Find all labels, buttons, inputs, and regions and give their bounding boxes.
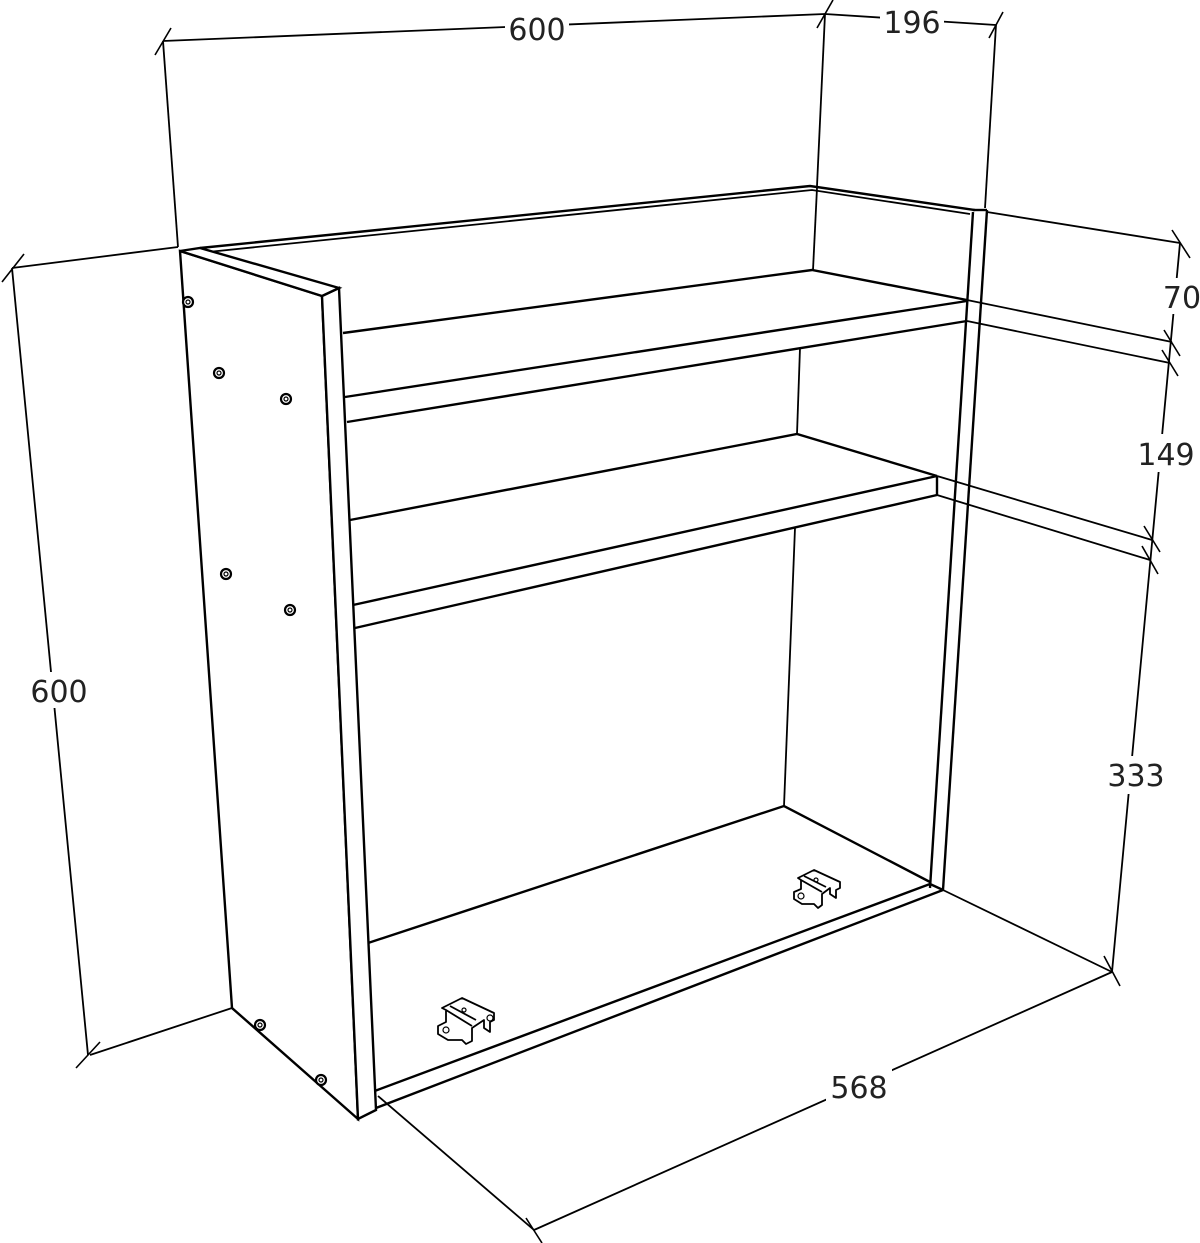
side-panel-screws — [181, 295, 328, 1087]
screw-icon — [314, 1073, 328, 1087]
top-shelf — [342, 268, 968, 435]
screw-icon — [279, 392, 293, 406]
dim-label-top-gap: 70 — [1163, 281, 1200, 316]
dim-label-height: 600 — [30, 675, 87, 710]
dim-label-bottom-gap: 333 — [1107, 759, 1164, 794]
dimension-inner-width: 568 — [377, 971, 1113, 1243]
dimension-width-top: 600 — [154, 0, 834, 248]
dim-label-width: 600 — [508, 13, 565, 48]
dim-label-depth: 196 — [883, 6, 940, 41]
screw-icon — [212, 366, 226, 380]
back-panel — [199, 184, 976, 271]
bottom-panel — [367, 804, 944, 1110]
dimension-height-left: 600 — [1, 246, 179, 1069]
screw-icon — [219, 567, 233, 581]
dimension-right-stack: 70 149 333 — [936, 211, 1200, 987]
hanging-bracket-icon — [437, 997, 495, 1045]
dim-label-inner-width: 568 — [830, 1071, 887, 1106]
right-side-panel — [928, 208, 989, 891]
hanging-bracket-icon — [793, 869, 841, 909]
screw-icon — [181, 295, 195, 309]
middle-shelf — [349, 432, 939, 807]
screw-icon — [283, 603, 297, 617]
dimension-depth-top: 196 — [824, 6, 1004, 209]
screw-icon — [253, 1018, 267, 1032]
left-side-panel — [178, 246, 378, 1122]
dim-label-middle-gap: 149 — [1137, 438, 1194, 473]
